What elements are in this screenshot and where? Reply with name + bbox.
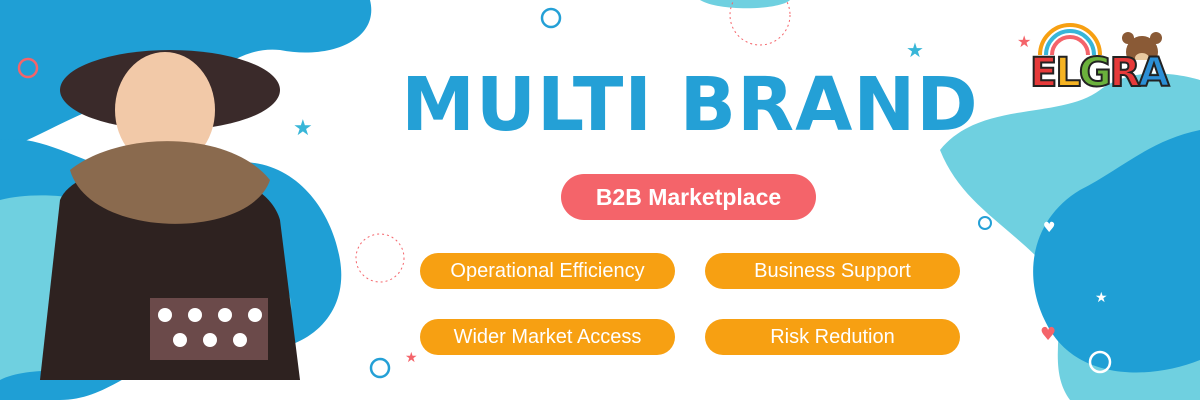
svg-text:♥: ♥ (1043, 220, 1056, 236)
page-title: MULTI BRAND (401, 62, 979, 148)
svg-text:★: ★ (405, 350, 418, 366)
elgra-logo: ELGRA (1029, 10, 1170, 105)
feature-operational-efficiency: Operational Efficiency (420, 253, 675, 289)
svg-text:★: ★ (1017, 32, 1031, 51)
svg-text:★: ★ (906, 38, 924, 62)
feature-risk-reduction: Risk Redution (705, 319, 960, 355)
svg-text:★: ★ (293, 116, 313, 141)
feature-business-support: Business Support (705, 253, 960, 289)
svg-text:★: ★ (1095, 290, 1108, 306)
feature-wider-market-access: Wider Market Access (420, 319, 675, 355)
subtitle-badge: B2B Marketplace (561, 174, 816, 220)
svg-text:♥: ♥ (1040, 324, 1056, 345)
rainbow-bear-icon (1038, 23, 1162, 60)
